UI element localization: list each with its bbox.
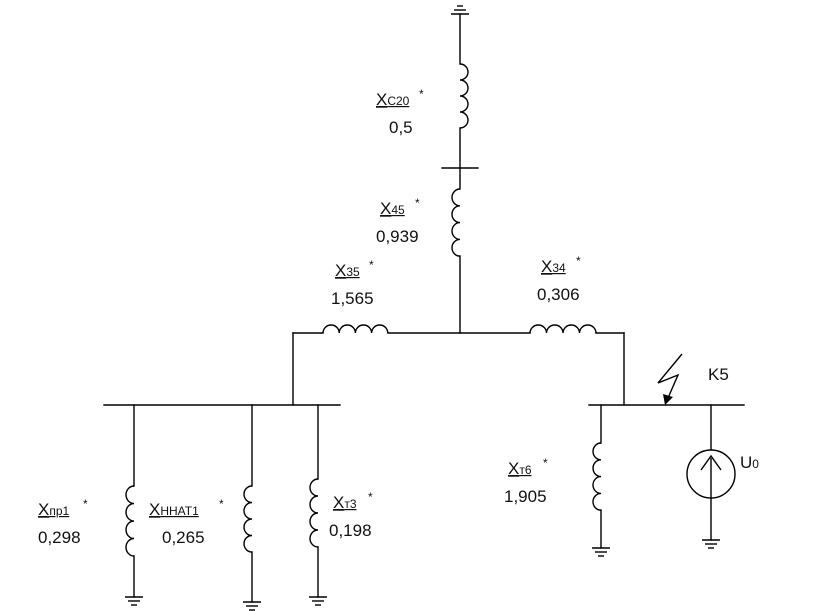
ground-icon-xt3 (309, 596, 327, 606)
value-xt3: 0,198 (329, 521, 372, 540)
label-x34-star: * (576, 254, 581, 268)
ground-icon-top (451, 5, 469, 15)
label-xc20: XС20 (376, 90, 410, 109)
lightning-fault-icon (657, 353, 683, 405)
ground-icon-source (702, 539, 720, 549)
label-xnnat1: XННАТ1 (149, 500, 199, 519)
label-x35-star: * (369, 258, 374, 272)
source-label: U0 (740, 453, 759, 472)
label-x45-star: * (415, 196, 420, 210)
inductor-icon-x45 (451, 188, 461, 257)
label-xnnat1-star: * (219, 497, 224, 511)
fault-label: K5 (708, 365, 729, 384)
label-xt3-star: * (368, 490, 373, 504)
value-x34: 0,306 (537, 285, 580, 304)
label-xt6: Xт6 (508, 459, 532, 478)
inductor-icon-x35 (322, 324, 389, 334)
label-x45: X45 (380, 199, 405, 218)
label-x35: X35 (335, 261, 360, 280)
label-xpr1-star: * (83, 497, 88, 511)
inductor-icon-xc20 (459, 63, 469, 129)
ground-icon-xpr1 (125, 596, 143, 606)
label-xc20-star: * (419, 87, 424, 101)
inductor-icon-xnnat1 (243, 485, 253, 553)
label-xpr1: Xпр1 (38, 500, 70, 519)
inductor-icon-xpr1 (125, 485, 135, 557)
inductor-icon-xt3 (309, 478, 319, 548)
value-x35: 1,565 (331, 289, 374, 308)
inductor-icon-xt6 (592, 442, 602, 511)
value-xt6: 1,905 (504, 487, 547, 506)
inductor-icon-x34 (529, 324, 597, 334)
label-x34: X34 (541, 257, 566, 276)
value-xpr1: 0,298 (38, 528, 81, 547)
value-x45: 0,939 (376, 227, 419, 246)
ground-icon-xnnat1 (243, 601, 261, 611)
ground-icon-xt6 (592, 547, 610, 557)
voltage-source-icon (686, 449, 736, 499)
label-xt3: Xт3 (333, 493, 357, 512)
value-xc20: 0,5 (389, 118, 413, 137)
value-xnnat1: 0,265 (162, 528, 205, 547)
label-xt6-star: * (543, 456, 548, 470)
wires (133, 13, 712, 603)
